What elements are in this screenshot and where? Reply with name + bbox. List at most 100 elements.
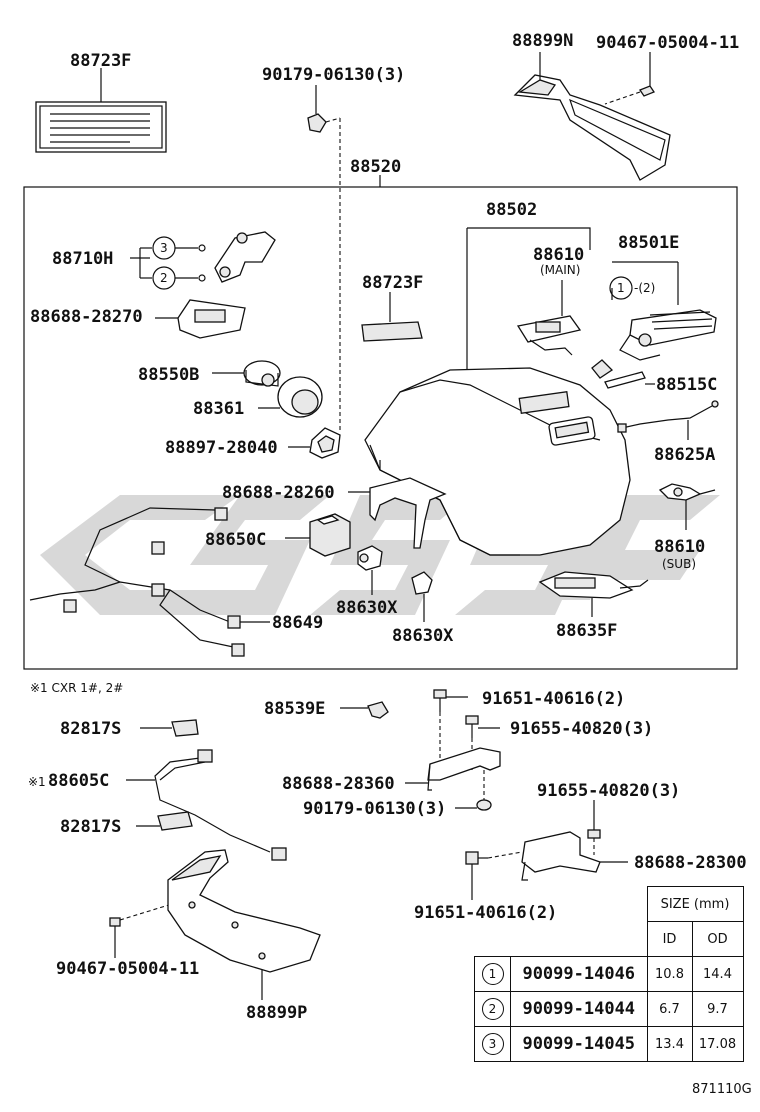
sensor-cable-part xyxy=(617,400,719,440)
label-91655-b: 91655-40820(3) xyxy=(537,781,680,801)
leader-88502 xyxy=(467,227,591,250)
part-labels: 88723F 90179-06130(3) 88899N 90467-05004… xyxy=(28,31,747,1023)
label-88650C: 88650C xyxy=(205,530,266,550)
table-header-id: ID xyxy=(646,921,693,957)
label-82817S-b: 82817S xyxy=(60,817,121,837)
label-88515C: 88515C xyxy=(656,375,717,395)
label-88688-28300: 88688-28300 xyxy=(634,853,747,873)
label-88710H: 88710H xyxy=(52,249,113,269)
label-main-note: (MAIN) xyxy=(540,263,580,277)
latch-bracket-part xyxy=(155,299,246,339)
label-88897-28040: 88897-28040 xyxy=(165,438,278,458)
table-mark-cell: 3 xyxy=(474,1026,511,1062)
size-table: SIZE (mm) ID OD 1 90099-14046 10.8 14.4 … xyxy=(474,886,744,1062)
row-circle-mark: 3 xyxy=(481,1033,504,1055)
clip-part xyxy=(340,701,389,719)
main-lock-part xyxy=(516,280,582,356)
table-mark-cell: 1 xyxy=(474,956,511,992)
table-blank-cell xyxy=(511,922,648,957)
side-cover-part xyxy=(167,849,321,1000)
label-88520: 88520 xyxy=(350,157,401,177)
label-note-1-2: -(2) xyxy=(634,281,655,295)
label-88605C: 88605C xyxy=(48,771,109,791)
label-90467-top: 90467-05004-11 xyxy=(596,33,739,53)
label-88539E: 88539E xyxy=(264,699,325,719)
table-od-cell: 17.08 xyxy=(691,1026,744,1062)
striker-part xyxy=(538,571,649,617)
table-header-size: SIZE (mm) xyxy=(646,886,744,922)
label-88723F-top: 88723F xyxy=(70,51,131,71)
connector-part-b xyxy=(411,571,433,622)
table-blank-cell xyxy=(475,887,511,922)
hinge-part xyxy=(130,231,276,290)
label-88610-sub: 88610 xyxy=(654,537,705,557)
label-90467-low: 90467-05004-11 xyxy=(56,959,199,979)
circle-marker-1: 1 xyxy=(617,281,625,295)
label-90179-low: 90179-06130(3) xyxy=(303,799,446,819)
trunk-stay-part xyxy=(513,52,671,181)
table-id-cell: 6.7 xyxy=(646,991,693,1027)
label-88550B: 88550B xyxy=(138,365,199,385)
nut-part-low xyxy=(455,770,492,811)
label-88605C-mark: ※1 xyxy=(28,775,46,789)
circle-marker-3: 3 xyxy=(160,241,168,255)
caution-label-part xyxy=(35,68,167,153)
table-od-cell: 14.4 xyxy=(691,956,744,992)
label-88899N: 88899N xyxy=(512,31,573,51)
bracket-part-28300 xyxy=(521,831,628,881)
tape-part-b xyxy=(136,811,193,831)
table-mark-cell: 2 xyxy=(474,991,511,1027)
label-90179-top: 90179-06130(3) xyxy=(262,65,405,85)
row-circle-mark: 2 xyxy=(481,998,504,1020)
label-88361: 88361 xyxy=(193,399,244,419)
bracket-part-28360 xyxy=(405,747,501,791)
label-91651-b: 91651-40616(2) xyxy=(414,903,557,923)
label-88688-28360: 88688-28360 xyxy=(282,774,395,794)
table-blank-cell xyxy=(511,887,648,922)
label-88649: 88649 xyxy=(272,613,323,633)
mount-bracket-part xyxy=(348,477,447,549)
wire-harness-part xyxy=(29,507,270,657)
table-id-cell: 13.4 xyxy=(646,1026,693,1062)
label-88625A: 88625A xyxy=(654,445,715,465)
label-82817S-a: 82817S xyxy=(60,719,121,739)
table-part-cell: 90099-14046 xyxy=(510,956,648,992)
lock-cylinder-part xyxy=(609,261,717,361)
table-header-od: OD xyxy=(691,921,744,957)
trunk-box-part xyxy=(364,367,631,556)
label-88630X-a: 88630X xyxy=(336,598,398,618)
table-blank-cell xyxy=(475,922,511,957)
harness-part xyxy=(126,749,287,861)
label-88899P: 88899P xyxy=(246,1003,307,1023)
diagram-code: 871110G xyxy=(692,1082,752,1097)
table-row: 2 90099-14044 6.7 9.7 xyxy=(474,991,744,1027)
label-88635F: 88635F xyxy=(556,621,617,641)
control-unit-part xyxy=(285,513,351,557)
cushion-part xyxy=(258,376,323,418)
label-88630X-b: 88630X xyxy=(392,626,454,646)
nut-part xyxy=(307,85,341,430)
bolt-part-c xyxy=(587,800,601,855)
table-part-cell: 90099-14045 xyxy=(510,1026,648,1062)
rod-part xyxy=(591,359,655,389)
sub-lock-part xyxy=(658,483,716,530)
table-od-cell: 9.7 xyxy=(691,991,744,1027)
connector-part-a xyxy=(357,545,383,595)
table-row: 3 90099-14045 13.4 17.08 xyxy=(474,1026,744,1062)
table-row: 1 90099-14046 10.8 14.4 xyxy=(474,956,744,992)
label-91651-a: 91651-40616(2) xyxy=(482,689,625,709)
label-sub-note: (SUB) xyxy=(662,557,696,571)
switch-part xyxy=(212,360,281,387)
grommet-part xyxy=(288,427,341,459)
circle-marker-2: 2 xyxy=(160,271,168,285)
label-88723F-mid: 88723F xyxy=(362,273,423,293)
label-88688-28260: 88688-28260 xyxy=(222,483,335,503)
label-88688-28270: 88688-28270 xyxy=(30,307,143,327)
footnote-cxr: ※1 CXR 1#, 2# xyxy=(30,681,123,695)
label-88610-main: 88610 xyxy=(533,245,584,265)
small-label-part xyxy=(361,292,423,342)
row-circle-mark: 1 xyxy=(481,963,504,985)
table-part-cell: 90099-14044 xyxy=(510,991,648,1027)
